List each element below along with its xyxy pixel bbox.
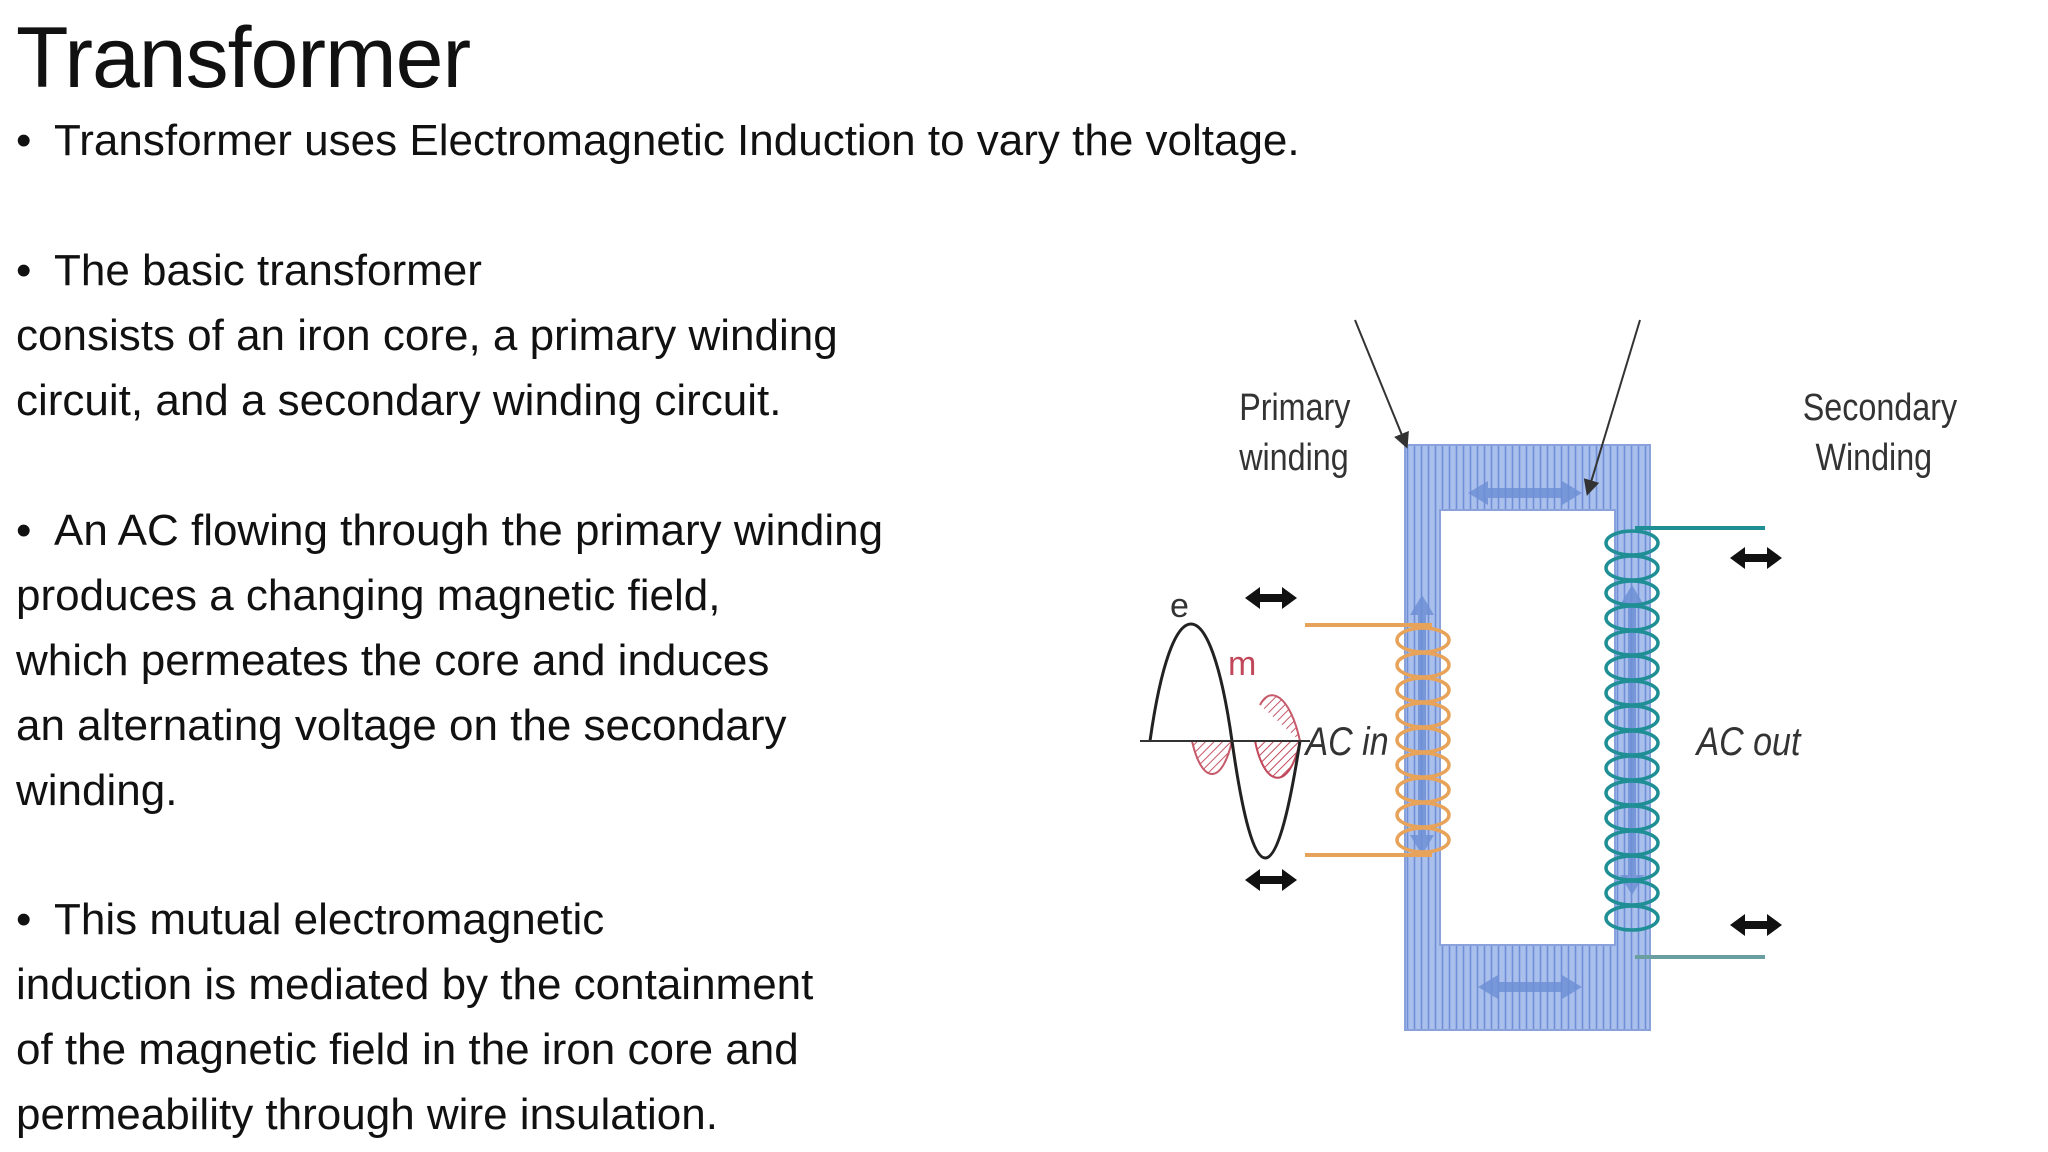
bullet-text: circuit, and a secondary winding circuit… bbox=[16, 376, 782, 425]
bullet-text: winding. bbox=[16, 766, 178, 815]
iron-core bbox=[1404, 444, 1651, 1031]
double-arrow-icon bbox=[1730, 914, 1782, 936]
bullet-text: Transformer uses Electromagnetic Inducti… bbox=[54, 116, 1300, 165]
bullet-text: which permeates the core and induces bbox=[16, 636, 770, 685]
slide-title: Transformer bbox=[16, 10, 471, 106]
label-e: e bbox=[1170, 587, 1189, 625]
ac-out-label: AC out bbox=[1695, 718, 1802, 763]
double-arrow-icon bbox=[1730, 547, 1782, 569]
sine-wave-icon bbox=[1140, 622, 1310, 860]
bullet-text: an alternating voltage on the secondary bbox=[16, 701, 787, 750]
bullet-paragraph-1: • Transformer uses Electromagnetic Induct… bbox=[16, 108, 1300, 173]
bullet-paragraph-3: • An AC flowing through the primary windi… bbox=[16, 498, 883, 823]
bullet-icon: • bbox=[16, 246, 32, 295]
transformer-diagram-svg: e m Primary winding Secondary Winding AC… bbox=[1140, 319, 1958, 1031]
label-m: m bbox=[1228, 645, 1256, 683]
primary-winding-label-2: winding bbox=[1238, 437, 1348, 479]
bullet-text: consists of an iron core, a primary wind… bbox=[16, 311, 838, 360]
secondary-pointer bbox=[1583, 319, 1641, 496]
bullet-paragraph-2: • The basic transformer consists of an ir… bbox=[16, 238, 838, 433]
bullet-text: induction is mediated by the containment bbox=[16, 960, 814, 1009]
secondary-winding-label-1: Secondary bbox=[1803, 387, 1958, 429]
flux-arrow-right bbox=[1620, 585, 1644, 895]
primary-coil bbox=[1395, 626, 1451, 854]
primary-pointer bbox=[1354, 319, 1409, 449]
transformer-diagram: e m Primary winding Secondary Winding AC… bbox=[1110, 285, 1970, 1145]
bullet-paragraph-4: • This mutual electromagnetic induction i… bbox=[16, 887, 813, 1147]
bullet-text: permeability through wire insulation. bbox=[16, 1090, 718, 1139]
bullet-icon: • bbox=[16, 506, 32, 555]
secondary-coil bbox=[1604, 529, 1660, 932]
double-arrow-icon bbox=[1245, 587, 1297, 609]
flux-arrow-left bbox=[1410, 595, 1434, 855]
bullet-text: An AC flowing through the primary windin… bbox=[54, 506, 884, 555]
bullet-text: This mutual electromagnetic bbox=[54, 895, 605, 944]
flux-arrow-bottom bbox=[1478, 975, 1582, 999]
double-arrow-icon bbox=[1245, 869, 1297, 891]
bullet-text: of the magnetic field in the iron core a… bbox=[16, 1025, 799, 1074]
bullet-text: The basic transformer bbox=[54, 246, 482, 295]
bullet-icon: • bbox=[16, 116, 32, 165]
bullet-text: produces a changing magnetic field, bbox=[16, 571, 721, 620]
secondary-winding-label-2: Winding bbox=[1816, 437, 1933, 479]
ac-in-label: AC in bbox=[1304, 718, 1389, 763]
primary-winding-label-1: Primary bbox=[1239, 387, 1351, 429]
bullet-icon: • bbox=[16, 895, 32, 944]
flux-arrow-top bbox=[1468, 481, 1582, 505]
